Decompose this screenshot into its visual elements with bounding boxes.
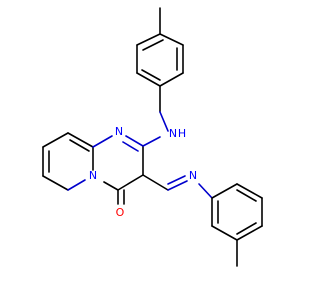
imine-bond (167, 180, 188, 191)
ring-bond (236, 183, 263, 199)
ring-bond-n (67, 179, 86, 191)
ring-bond (69, 139, 90, 152)
ring-bond (236, 189, 257, 202)
atom-nh-hydrogen: H (178, 127, 186, 140)
atom-o-carbonyl: O (116, 206, 125, 219)
imine-to-aryl-bond (198, 183, 213, 199)
ring-bond (211, 183, 238, 199)
ring-bond (211, 225, 238, 241)
methyl-bond-upper (159, 33, 184, 46)
ring-bond (142, 39, 164, 51)
ring-bond-n (122, 141, 139, 152)
ring-bond (103, 181, 119, 191)
ring-bond (136, 33, 161, 46)
lower-tolyl-ring (211, 183, 263, 241)
pyridine-ring (42, 132, 94, 191)
ring-bond (42, 132, 69, 148)
ring-bond (136, 72, 161, 87)
ring-bond (236, 222, 257, 235)
ring-bond (236, 225, 263, 241)
ring-bond (42, 175, 69, 191)
vinyl-bond (142, 174, 169, 191)
atom-n-ring-bridge: N (89, 169, 97, 182)
imine-bond-2 (167, 175, 186, 185)
molecule-structure: N N N H N O (42, 7, 263, 267)
atom-nh-nitrogen: N (169, 127, 177, 140)
ring-bond (159, 72, 184, 87)
ring-bond (117, 174, 144, 191)
atom-n-imine: N (189, 169, 197, 182)
ring-bond-n (125, 135, 144, 147)
atom-n-ring-top: N (115, 125, 123, 138)
ring-bond-n (92, 135, 113, 148)
ring-bond (67, 132, 94, 148)
pyrimidine-ring (92, 135, 144, 191)
aryl-nh-bond-n (159, 111, 169, 132)
upper-tolyl-ring (136, 33, 184, 87)
ring-bond (141, 69, 161, 81)
nh-to-core-bond (142, 136, 161, 147)
